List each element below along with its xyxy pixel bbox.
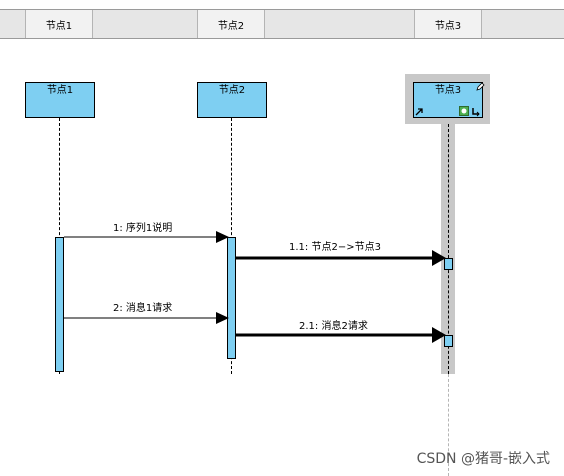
properties-icon[interactable]: [459, 106, 469, 116]
message-arrow-1-1[interactable]: [236, 250, 446, 266]
header-tab-node3[interactable]: 节点3: [414, 10, 482, 38]
message-arrow-1[interactable]: [64, 231, 229, 243]
message-arrow-2-1[interactable]: [236, 327, 446, 343]
lifeline-head-node2[interactable]: 节点2: [197, 82, 267, 118]
lifeline-node3: [448, 124, 449, 374]
lifeline-node3-extension: [448, 374, 449, 476]
lifeline-header-bar: 节点1 节点2 节点3: [0, 9, 564, 39]
header-tab-node2[interactable]: 节点2: [197, 10, 265, 38]
activation-node1[interactable]: [55, 237, 64, 372]
edit-icon[interactable]: [475, 82, 485, 92]
message-label-1: 1: 序列1说明: [113, 223, 173, 234]
link-arrow-icon[interactable]: [414, 107, 424, 117]
lifeline-head-node3[interactable]: 节点3: [413, 82, 483, 118]
header-tab-node1[interactable]: 节点1: [25, 10, 93, 38]
activation-node2[interactable]: [227, 237, 236, 359]
resize-icon[interactable]: [471, 107, 481, 117]
message-label-1-1: 1.1: 节点2−>节点3: [289, 242, 381, 253]
message-label-2: 2: 消息1请求: [113, 303, 173, 314]
activation-node3-second[interactable]: [444, 335, 453, 347]
watermark: CSDN @猪哥-嵌入式: [416, 451, 550, 467]
lifeline-head-node1[interactable]: 节点1: [25, 82, 95, 118]
message-arrow-2[interactable]: [64, 312, 229, 324]
activation-node3-first[interactable]: [444, 258, 453, 270]
message-label-2-1: 2.1: 消息2请求: [299, 321, 368, 332]
